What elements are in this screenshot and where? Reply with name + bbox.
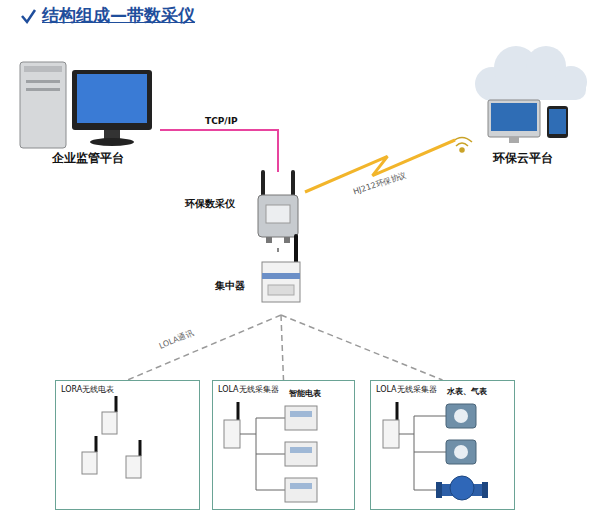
wire [256, 454, 285, 455]
logger-port [284, 237, 290, 243]
network-line [160, 130, 278, 172]
monitor-screen [77, 74, 147, 123]
monitor-base [90, 138, 134, 146]
gas-meter [446, 440, 476, 464]
monitor-screen [491, 103, 537, 131]
meter-module [82, 452, 97, 474]
cloud-base [480, 78, 586, 100]
pipe-flange [482, 482, 488, 498]
antenna [139, 440, 142, 456]
computer-icon [20, 62, 152, 148]
field-group-box: LORA无线电表 [55, 380, 200, 510]
electric-meter-group [224, 402, 317, 502]
monitor-frame [488, 100, 540, 137]
concentrator-panel [268, 285, 294, 295]
node-label: LORA无线电表 [61, 385, 161, 394]
monitor-frame [72, 70, 152, 130]
tablet-frame [547, 106, 568, 138]
field-group-box: LOLA无线采集器智能电表 [212, 380, 355, 510]
water-meter [446, 404, 476, 428]
antenna [115, 396, 118, 412]
logger-panel [266, 205, 290, 223]
edge-label: TCP/IP [205, 116, 238, 126]
connector-layer [128, 130, 456, 380]
tower-handle [24, 66, 62, 72]
node-label: 环保云平台 [455, 152, 591, 166]
antenna [396, 402, 399, 420]
antenna [261, 172, 265, 195]
antenna [291, 172, 295, 195]
diagram-title: 结构组成—带数采仪 [42, 4, 195, 27]
wire [414, 416, 415, 490]
edge-label: LOLA通讯 [157, 327, 195, 351]
wire [414, 452, 446, 453]
wifi-dot [460, 148, 464, 152]
radio-link [281, 315, 284, 380]
node-label: LOLA无线采集器 [376, 385, 452, 394]
meter-display [290, 411, 312, 417]
node-label: LOLA无线采集器 [218, 385, 294, 394]
meter-dial [454, 409, 468, 423]
wire [256, 490, 285, 491]
platform-node: 企业监管平台 [15, 58, 160, 170]
meter-display [290, 447, 312, 453]
wire [256, 418, 285, 419]
meter-module [102, 412, 117, 434]
electric-meter [285, 406, 317, 430]
radio-link [281, 315, 443, 380]
device-link [277, 248, 279, 252]
antenna [294, 236, 298, 263]
wire [240, 434, 256, 435]
check-mark [22, 10, 35, 22]
radio-link [128, 315, 282, 380]
node-sublabel: 智能电表 [289, 389, 349, 398]
node-label: 集中器 [215, 280, 261, 292]
wifi-arc [456, 143, 468, 146]
logger-body [258, 195, 298, 237]
meter-module [126, 456, 141, 478]
electric-meter [285, 442, 317, 466]
concentrator-device [262, 236, 300, 302]
platform-node: 环保云平台 [455, 48, 591, 170]
concentrator-body [262, 262, 300, 302]
collector-module [383, 420, 399, 448]
device-node: 环保数采仪 [185, 172, 305, 248]
node-label: 环保数采仪 [185, 198, 257, 210]
device-node: 集中器 [215, 252, 305, 315]
data-logger-device [258, 172, 298, 243]
antenna [95, 436, 98, 452]
meter-dial [454, 445, 468, 459]
tower-bay [26, 88, 60, 91]
logger-port [266, 237, 272, 243]
electric-meter [285, 478, 317, 502]
wire [414, 416, 446, 417]
wire [399, 434, 414, 435]
tablet-screen [549, 109, 566, 134]
tower-bay [26, 80, 60, 83]
antenna [237, 402, 240, 420]
collector-module [224, 420, 240, 448]
wifi-symbol [452, 138, 472, 153]
monitor-stand [509, 137, 519, 143]
water-meter-group [383, 402, 488, 500]
concentrator-stripe [262, 273, 300, 279]
wireless-meter-group [82, 396, 141, 478]
node-label: 企业监管平台 [15, 152, 160, 166]
pipe-meter-dial [450, 476, 474, 500]
meter-display [290, 483, 312, 489]
field-group-box: LOLA无线采集器水表、气表 [370, 380, 515, 510]
node-sublabel: 水表、气表 [447, 387, 509, 396]
cloud-icon [475, 46, 587, 143]
pipe-flange [436, 482, 442, 498]
tower-case [20, 62, 66, 148]
